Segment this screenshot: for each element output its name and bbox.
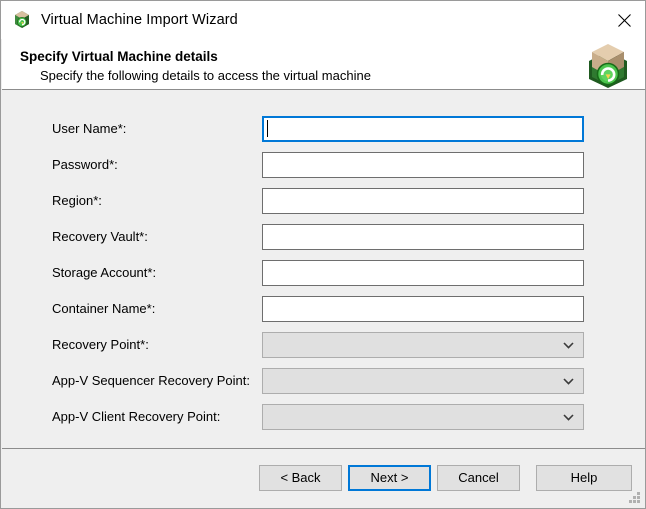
window-title: Virtual Machine Import Wizard	[41, 12, 238, 28]
label-app-v-sequencer-recovery-point: App-V Sequencer Recovery Point:	[52, 373, 250, 388]
input-region[interactable]	[262, 188, 584, 214]
label-recovery-point: Recovery Point*:	[52, 337, 149, 352]
chevron-down-icon	[563, 333, 574, 357]
label-region: Region*:	[52, 193, 102, 208]
select-app-v-client-recovery-point	[262, 404, 584, 430]
form-row: User Name*:	[2, 116, 645, 142]
form-area: User Name*: Password*: Region*: Recovery Va…	[2, 91, 645, 448]
select-app-v-sequencer-recovery-point	[262, 368, 584, 394]
page-title: Specify Virtual Machine details	[20, 49, 218, 64]
input-user-name[interactable]	[262, 116, 584, 142]
form-row: App-V Sequencer Recovery Point:	[2, 368, 645, 394]
text-caret	[267, 120, 268, 137]
form-row: Recovery Vault*:	[2, 224, 645, 250]
label-storage-account: Storage Account*:	[52, 265, 157, 280]
import-package-icon	[12, 10, 32, 30]
page-subtitle: Specify the following details to access …	[40, 68, 371, 83]
form-row: Region*:	[2, 188, 645, 214]
import-package-banner-icon	[583, 43, 633, 89]
wizard-header: Specify Virtual Machine details Specify …	[2, 39, 645, 90]
button-cancel[interactable]: Cancel	[437, 465, 520, 491]
input-storage-account[interactable]	[262, 260, 584, 286]
select-recovery-point	[262, 332, 584, 358]
form-row: App-V Client Recovery Point:	[2, 404, 645, 430]
title-bar: Virtual Machine Import Wizard	[1, 1, 645, 39]
label-recovery-vault: Recovery Vault*:	[52, 229, 148, 244]
input-password[interactable]	[262, 152, 584, 178]
input-container-name[interactable]	[262, 296, 584, 322]
form-row: Container Name*:	[2, 296, 645, 322]
label-app-v-client-recovery-point: App-V Client Recovery Point:	[52, 409, 221, 424]
form-row: Recovery Point*:	[2, 332, 645, 358]
form-row: Password*:	[2, 152, 645, 178]
close-icon[interactable]	[601, 1, 645, 39]
button-help[interactable]: Help	[536, 465, 632, 491]
chevron-down-icon	[563, 369, 574, 393]
button-next[interactable]: Next >	[348, 465, 431, 491]
chevron-down-icon	[563, 405, 574, 429]
resize-grip[interactable]	[628, 491, 641, 504]
label-password: Password*:	[52, 157, 118, 172]
label-container-name: Container Name*:	[52, 301, 156, 316]
label-user-name: User Name*:	[52, 121, 127, 136]
form-row: Storage Account*:	[2, 260, 645, 286]
input-recovery-vault[interactable]	[262, 224, 584, 250]
button-back[interactable]: < Back	[259, 465, 342, 491]
